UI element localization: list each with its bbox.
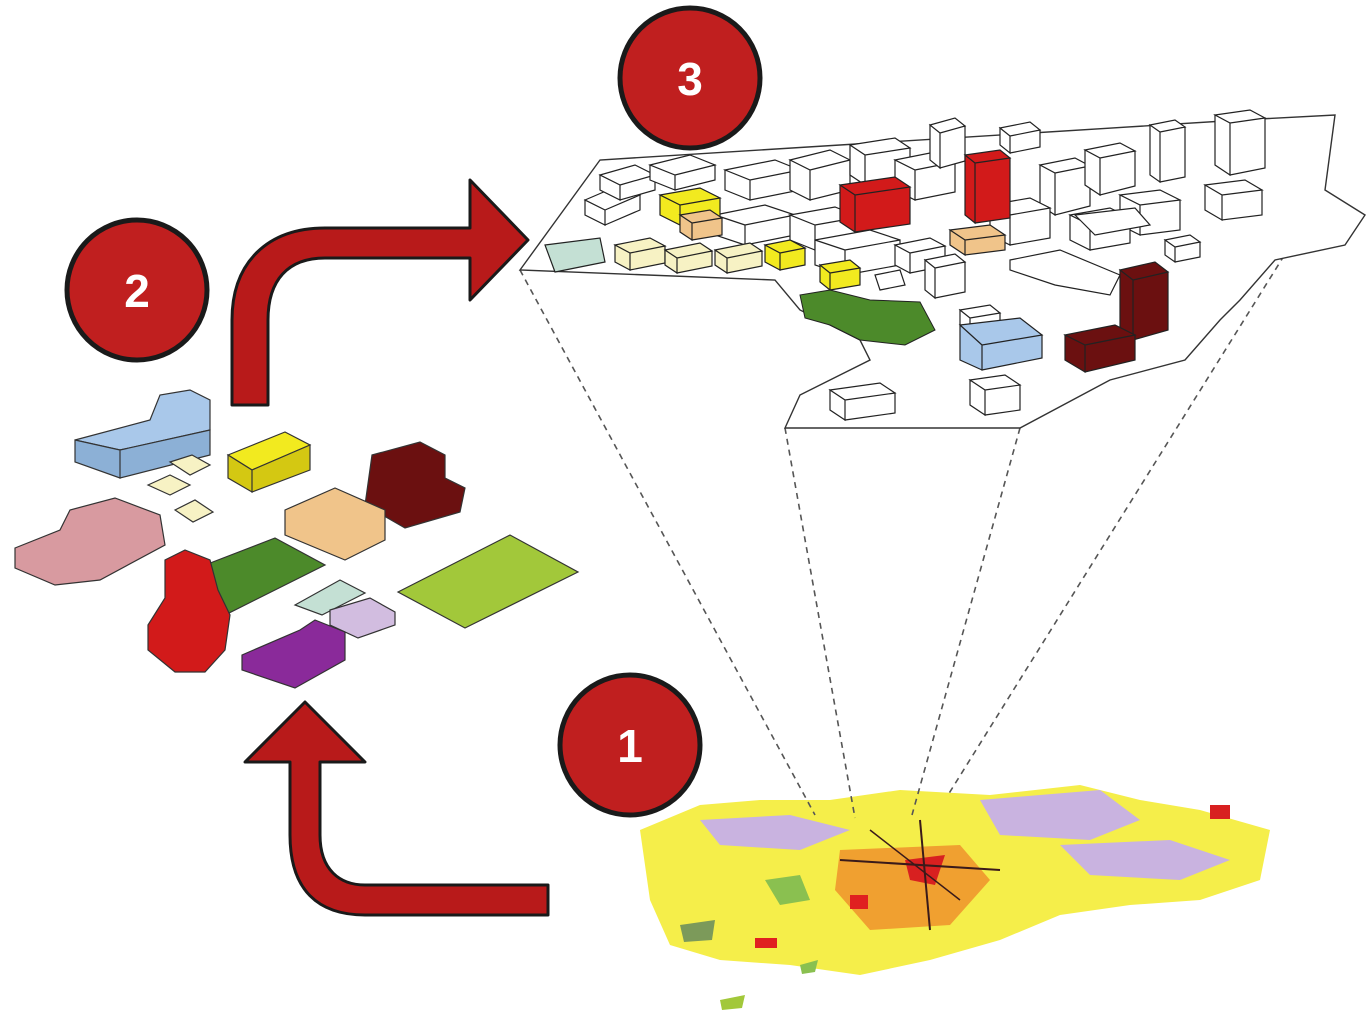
map-zone-lavender <box>700 815 850 850</box>
step-badge-2: 2 <box>64 217 210 363</box>
map-road <box>919 819 931 931</box>
building <box>968 374 1022 417</box>
building <box>928 117 967 170</box>
building <box>1163 234 1202 264</box>
model-building-red <box>838 176 912 234</box>
map-zone-green <box>680 920 715 942</box>
map-zone-red <box>1210 805 1230 819</box>
badge-circle <box>64 217 210 363</box>
building-row <box>1009 249 1121 296</box>
model-building-cream <box>663 242 714 275</box>
model-building-yellow <box>818 259 862 292</box>
projection-line <box>519 269 816 816</box>
model-building-maroon <box>1118 261 1170 342</box>
step-badge-1: 1 <box>557 672 703 818</box>
typology-red-tower <box>147 549 231 673</box>
typology-cream-houses <box>146 454 215 523</box>
typology-yellow-rowhouses <box>227 444 311 494</box>
projection-lines <box>519 189 1326 819</box>
curved-arrow-up-icon <box>243 700 550 917</box>
model-building-maroon <box>1063 324 1137 374</box>
typology-tan-block <box>284 487 386 561</box>
model-plaza-mint <box>544 237 606 273</box>
building <box>598 164 657 201</box>
building <box>1203 179 1264 222</box>
model-building-cream <box>713 242 764 275</box>
typology-lime-field <box>396 534 580 629</box>
model-building-blue <box>958 317 1044 371</box>
typology-lilac-block <box>329 597 396 639</box>
building-row <box>1073 207 1152 236</box>
step-number: 1 <box>617 720 643 772</box>
badge-circle <box>557 672 703 818</box>
land-use-map <box>640 785 1270 1010</box>
building <box>923 253 967 300</box>
arrow-map-to-typologies <box>243 700 550 917</box>
step-number: 2 <box>124 265 150 317</box>
building <box>1213 109 1267 177</box>
map-road <box>839 859 1001 871</box>
map-zone-green <box>720 995 745 1010</box>
map-road <box>869 829 961 901</box>
curved-arrow-right-icon <box>230 178 530 407</box>
building <box>1038 157 1092 217</box>
model-building-red <box>963 149 1012 225</box>
building <box>648 154 717 191</box>
map-zone-green <box>800 960 818 974</box>
model-building-yellow <box>763 239 807 271</box>
map-zone-lavender <box>1060 840 1230 880</box>
step-badge-3: 3 <box>617 5 763 151</box>
map-zone-green <box>765 875 810 905</box>
typology-pink-block <box>14 497 166 586</box>
model-building-cream <box>613 237 667 271</box>
building-typologies <box>14 389 580 689</box>
building <box>828 382 897 422</box>
map-zone-red <box>755 938 777 948</box>
building <box>1148 119 1187 184</box>
model-building-tan <box>678 209 724 242</box>
city-model <box>518 109 1366 429</box>
map-zone-red <box>850 895 868 909</box>
badge-circle <box>617 5 763 151</box>
map-zone-lavender <box>980 790 1140 840</box>
typology-purple-block <box>241 619 346 689</box>
model-park-green <box>799 289 936 346</box>
building <box>998 121 1042 155</box>
projection-line <box>947 189 1326 796</box>
projection-line <box>911 427 1021 816</box>
projection-line <box>784 427 856 819</box>
building <box>1083 142 1137 197</box>
typology-mint-plaza <box>293 579 367 616</box>
step-number: 3 <box>677 53 703 105</box>
typology-blue-block <box>74 429 211 479</box>
building <box>874 269 906 291</box>
model-building-tan <box>948 224 1007 257</box>
arrow-typologies-to-model <box>230 178 530 407</box>
